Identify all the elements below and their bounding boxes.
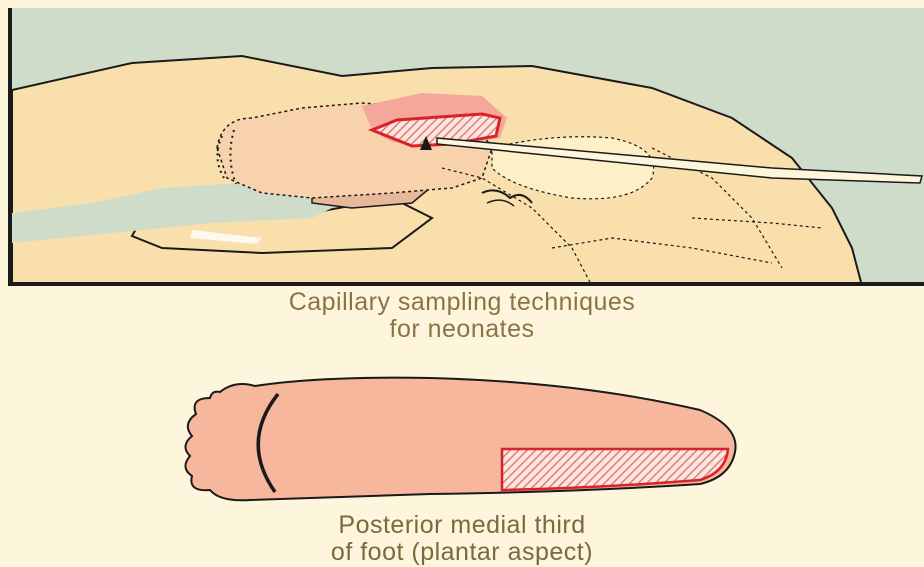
- caption-posterior-medial-third: Posterior medial third of foot (plantar …: [0, 512, 924, 566]
- hand-holding-neonatal-heel-icon: [12, 8, 924, 286]
- foot-plantar-aspect-icon: [180, 372, 760, 512]
- caption-line: for neonates: [0, 316, 924, 343]
- caption-line: Posterior medial third: [0, 512, 924, 539]
- caption-capillary-sampling: Capillary sampling techniques for neonat…: [0, 289, 924, 343]
- caption-line: of foot (plantar aspect): [0, 539, 924, 566]
- heel-stick-illustration: [8, 8, 924, 286]
- foot-illustration: [180, 372, 760, 517]
- caption-line: Capillary sampling techniques: [0, 289, 924, 316]
